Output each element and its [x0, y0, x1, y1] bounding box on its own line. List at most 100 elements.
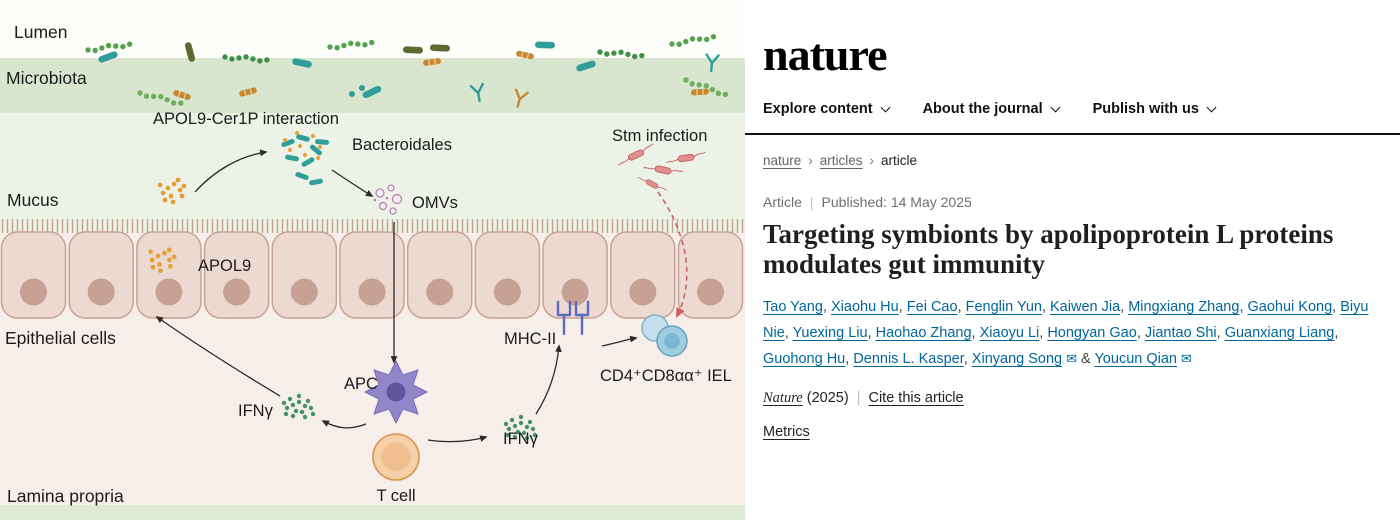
label-stm-infection: Stm infection — [612, 127, 707, 145]
apc-cell — [364, 360, 428, 424]
author-list: Tao Yang, Xiaohu Hu, Fei Cao, Fenglin Yu… — [763, 294, 1380, 372]
article-meta: Article | Published: 14 May 2025 — [763, 194, 1380, 210]
author-link[interactable]: Fei Cao — [906, 299, 958, 316]
citation-year: (2025) — [806, 390, 849, 407]
author-separator: , — [963, 351, 972, 368]
breadcrumb-separator: › — [808, 152, 813, 168]
author-link[interactable]: Hongyan Gao — [1047, 325, 1137, 342]
label-omvs: OMVs — [412, 194, 458, 212]
author-separator: , — [845, 351, 854, 368]
label-t-cell: T cell — [376, 487, 415, 505]
stm-infection-arrow — [657, 191, 688, 319]
author-link[interactable]: Yuexing Liu — [792, 325, 868, 342]
chevron-down-icon — [1206, 102, 1217, 113]
author-link[interactable]: Youcun Qian — [1094, 351, 1177, 368]
article-type: Article — [763, 193, 802, 210]
label-epithelial-cells: Epithelial cells — [5, 328, 116, 348]
nav-explore-content-label: Explore content — [763, 100, 873, 117]
author-separator: , — [898, 299, 907, 316]
label-iel: CD4⁺CD8αα⁺ IEL — [600, 367, 732, 385]
author-link[interactable]: Dennis L. Kasper — [853, 351, 964, 368]
iel-cell — [641, 314, 688, 357]
author-link[interactable]: Mingxiang Zhang — [1128, 299, 1240, 316]
author-separator: , — [1216, 325, 1225, 342]
bacteroidales-cluster — [280, 131, 330, 186]
label-ifng-right: IFNγ — [503, 430, 539, 448]
author-separator: , — [957, 299, 966, 316]
author-separator: , — [822, 299, 831, 316]
label-apol9-cer1p: APOL9-Cer1P interaction — [153, 110, 339, 128]
nav-about-the-journal-label: About the journal — [922, 100, 1043, 117]
breadcrumb-separator: › — [869, 152, 875, 168]
label-microbiota: Microbiota — [6, 68, 87, 88]
meta-separator: | — [809, 193, 814, 210]
citation-row: Nature (2025) | Cite this article — [763, 390, 1380, 407]
author-link[interactable]: Biyu Nie — [763, 299, 1369, 342]
microbiota-bacteria — [84, 32, 730, 110]
lumen-zone — [0, 0, 745, 58]
author-separator: , — [971, 325, 980, 342]
author-separator: , — [1039, 325, 1048, 342]
author-link[interactable]: Haohao Zhang — [875, 325, 972, 342]
breadcrumb-articles[interactable]: articles — [819, 152, 863, 168]
label-mhc2: MHC-II — [504, 330, 556, 348]
author-separator: , — [784, 325, 793, 342]
label-apc: APC — [344, 375, 378, 393]
journal-nav: Explore content About the journal Publis… — [763, 101, 1380, 133]
figure-arrows — [155, 149, 638, 443]
email-icon[interactable]: ✉ — [1066, 351, 1077, 367]
author-separator: , — [867, 325, 876, 342]
figure-canvas: Lumen Microbiota APOL9-Cer1P interaction… — [0, 0, 745, 520]
omv-vesicles — [373, 184, 403, 215]
author-separator: & — [1077, 351, 1095, 368]
published-date: Published: 14 May 2025 — [821, 193, 972, 210]
article-panel: nature Explore content About the journal… — [745, 0, 1400, 520]
author-link[interactable]: Xiaoyu Li — [979, 325, 1040, 342]
author-link[interactable]: Guohong Hu — [763, 351, 846, 368]
breadcrumb-article: article — [881, 152, 918, 168]
nav-about-the-journal[interactable]: About the journal — [922, 100, 1061, 117]
author-link[interactable]: Tao Yang — [763, 299, 823, 316]
email-icon[interactable]: ✉ — [1180, 351, 1192, 367]
label-lamina-propria: Lamina propria — [7, 486, 124, 506]
author-link[interactable]: Fenglin Yun — [965, 299, 1042, 316]
author-separator: , — [1239, 299, 1248, 316]
author-link[interactable]: Xiaohu Hu — [831, 299, 899, 316]
author-link[interactable]: Gaohui Kong — [1247, 299, 1333, 316]
author-separator: , — [1120, 299, 1129, 316]
metrics-link[interactable]: Metrics — [763, 424, 810, 441]
breadcrumb: nature › articles › article — [763, 153, 1380, 168]
chevron-down-icon — [880, 102, 891, 113]
nav-explore-content[interactable]: Explore content — [763, 100, 891, 117]
header-divider — [745, 132, 1400, 135]
t-cell — [372, 433, 420, 481]
label-mucus: Mucus — [7, 190, 59, 210]
author-separator: , — [1334, 325, 1339, 342]
author-link[interactable]: Xinyang Song — [971, 351, 1063, 368]
author-separator: , — [1332, 299, 1341, 316]
label-ifng-left: IFNγ — [238, 402, 274, 420]
microbiota-band — [0, 58, 745, 113]
journal-link[interactable]: Nature — [763, 390, 803, 407]
mhc2-receptor-icon — [556, 300, 590, 336]
author-link[interactable]: Jiantao Shi — [1144, 325, 1217, 342]
label-bacteroidales: Bacteroidales — [352, 136, 452, 154]
author-link[interactable]: Kaiwen Jia — [1050, 299, 1121, 316]
label-apol9: APOL9 — [198, 257, 251, 275]
bottom-strip — [0, 505, 745, 520]
nature-logo[interactable]: nature — [763, 29, 887, 80]
breadcrumb-nature[interactable]: nature — [763, 152, 802, 168]
author-separator: , — [1136, 325, 1145, 342]
citation-separator: | — [856, 390, 861, 407]
chevron-down-icon — [1050, 102, 1061, 113]
author-separator: , — [1041, 299, 1051, 316]
author-link[interactable]: Guanxiang Liang — [1224, 325, 1335, 342]
metrics-row: Metrics — [763, 424, 1380, 440]
cite-this-article-link[interactable]: Cite this article — [868, 390, 964, 407]
label-lumen: Lumen — [14, 22, 68, 42]
gut-immunity-figure: Lumen Microbiota APOL9-Cer1P interaction… — [0, 0, 745, 520]
mucus-zone — [0, 113, 745, 232]
nav-publish-with-us-label: Publish with us — [1092, 100, 1199, 117]
nav-publish-with-us[interactable]: Publish with us — [1092, 100, 1217, 117]
brush-border — [0, 219, 745, 233]
